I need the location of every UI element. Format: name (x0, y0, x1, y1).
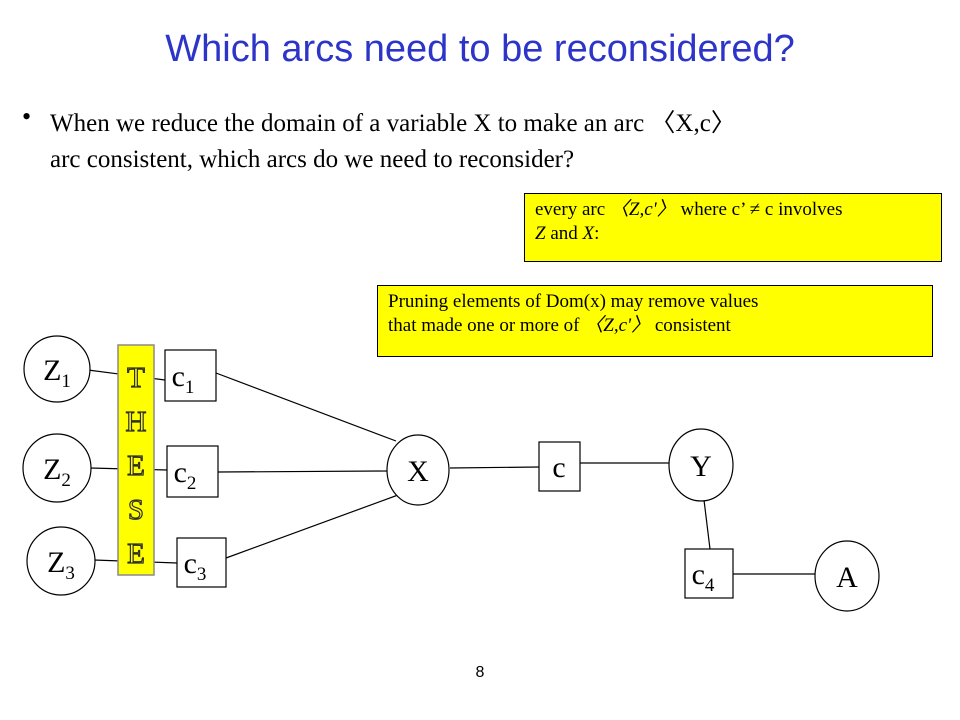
constraint-c3-label: c (184, 547, 197, 580)
bullet-text: When we reduce the domain of a variable … (50, 106, 910, 178)
note1-text-3: and (545, 223, 583, 244)
edge-c2-x (217, 470, 389, 473)
svg-text:c2: c2 (174, 456, 197, 494)
these-letter-2: H (126, 406, 147, 438)
these-letter-1: T (127, 362, 145, 394)
node-z2-label: Z (43, 453, 61, 486)
bullet-line-2: arc consistent, which arcs do we need to… (50, 146, 575, 173)
constraint-c-label: c (552, 451, 565, 484)
edge-y-c4 (703, 499, 711, 550)
svg-text:c1: c1 (172, 360, 195, 398)
page-title: Which arcs need to be reconsidered? (165, 28, 795, 70)
these-letter-4: S (128, 494, 144, 526)
svg-text:Z1: Z1 (43, 354, 71, 392)
node-z1-sub: 1 (61, 371, 71, 392)
edge-x-c (449, 466, 540, 469)
node-z2-sub: 2 (61, 470, 71, 491)
node-a: A (814, 540, 880, 612)
constraint-c4-label: c (692, 558, 705, 591)
note1-text-4: : (594, 223, 600, 244)
node-z3-label: Z (47, 546, 65, 579)
note1-arc: 〈Z,c'〉 (609, 199, 676, 220)
constraint-c3-sub: 3 (197, 564, 207, 585)
node-z1: Z1 (23, 335, 91, 403)
constraint-c1-sub: 1 (185, 377, 195, 398)
node-x-label: X (407, 455, 429, 488)
constraint-c4: c4 (684, 548, 734, 599)
page-number: 8 (475, 664, 485, 681)
constraint-c: c (538, 441, 581, 492)
node-y: Y (668, 428, 734, 502)
node-z3: Z3 (26, 526, 96, 596)
these-letter-3: E (127, 450, 145, 482)
note1-x: X (582, 223, 595, 244)
node-z1-label: Z (43, 354, 61, 387)
note2-arc: 〈Z,c'〉 (584, 315, 651, 336)
edge-c1-x (215, 372, 397, 442)
constraint-c3: c3 (176, 537, 227, 588)
constraint-c1: c1 (164, 349, 217, 402)
note2-line-1: Pruning elements of Dom(x) may remove va… (388, 291, 759, 312)
note2-text-2: consistent (650, 315, 731, 336)
node-z3-sub: 3 (65, 563, 75, 584)
note1-z: Z (535, 223, 546, 244)
constraint-c4-sub: 4 (705, 575, 715, 596)
node-x: X (386, 434, 450, 506)
node-a-label: A (836, 561, 858, 594)
constraint-c2-sub: 2 (187, 473, 197, 494)
edge-c3-x (225, 494, 399, 559)
node-z2: Z2 (22, 433, 92, 503)
constraint-c2: c2 (166, 445, 219, 498)
constraint-c1-label: c (172, 360, 185, 393)
these-highlight: T H E S E (117, 344, 155, 576)
bullet-line-1: When we reduce the domain of a variable … (50, 110, 736, 137)
bullet-marker: • (22, 102, 32, 131)
note-pruning: Pruning elements of Dom(x) may remove va… (377, 285, 933, 357)
note1-text-1: every arc (535, 199, 610, 220)
svg-text:Z2: Z2 (43, 453, 71, 491)
note1-text-2: where c’ ≠ c involves (675, 199, 843, 220)
svg-text:Z3: Z3 (47, 546, 75, 584)
note2-text-1: that made one or more of (388, 315, 585, 336)
node-y-label: Y (690, 450, 712, 483)
svg-text:c4: c4 (692, 558, 715, 596)
svg-text:c3: c3 (184, 547, 207, 585)
these-letter-5: E (127, 538, 145, 570)
constraint-c2-label: c (174, 456, 187, 489)
